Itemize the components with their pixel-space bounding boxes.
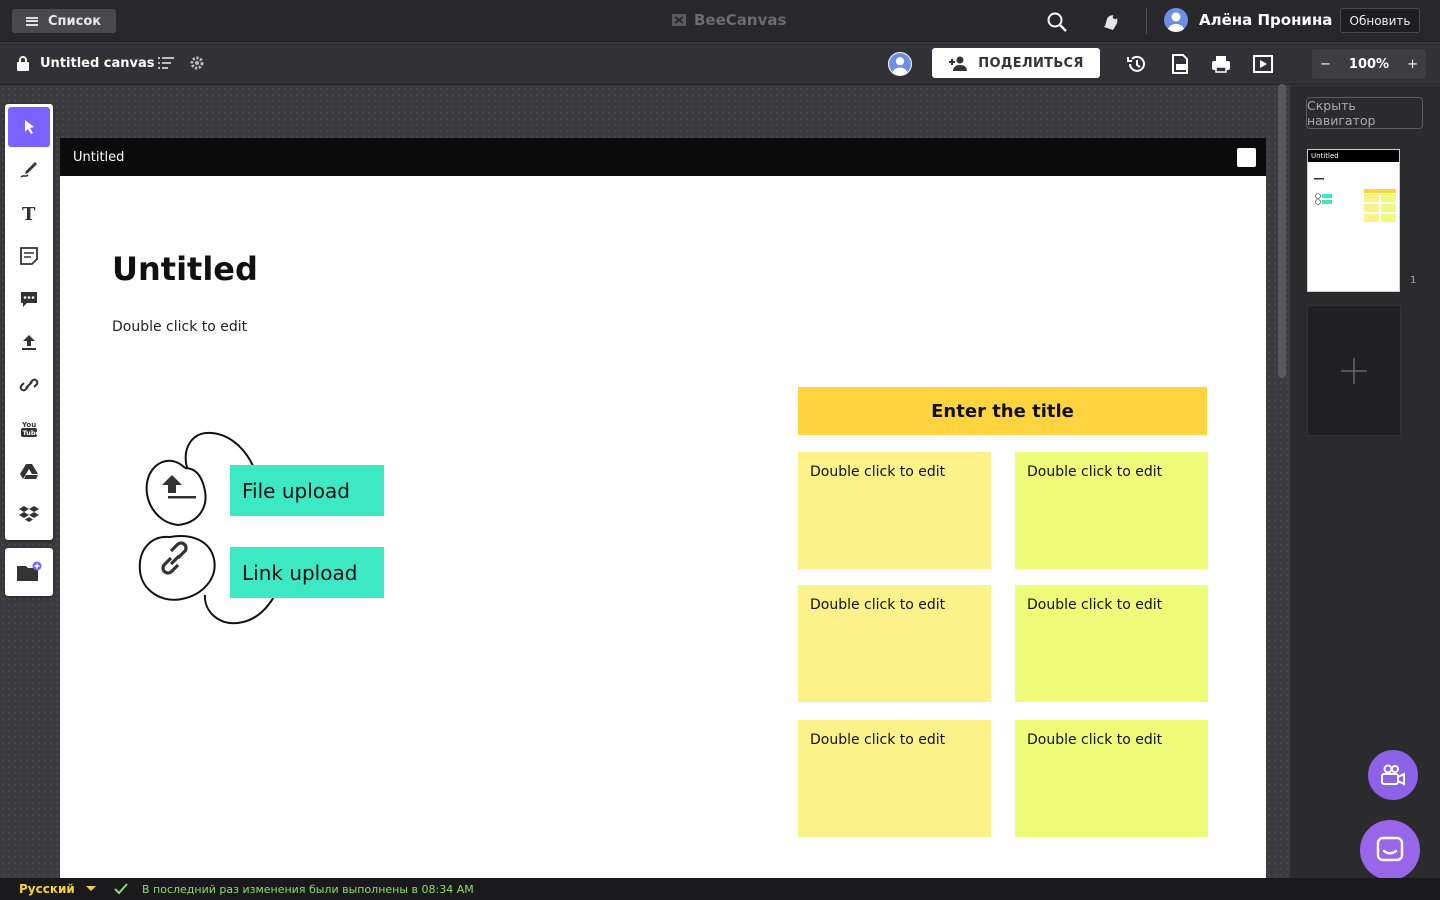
menu-icon <box>26 16 38 26</box>
pdf-export-icon[interactable] <box>1169 53 1191 75</box>
thumbnail-title: Untitled <box>1308 150 1399 162</box>
brand-logo: BeeCanvas <box>670 11 786 29</box>
outline-list-icon[interactable] <box>158 56 174 70</box>
page-navigator: Скрыть навигатор Untitled 1 <box>1290 86 1440 878</box>
divider <box>1146 8 1147 34</box>
last-saved-message: В последний раз изменения были выполнены… <box>142 883 474 896</box>
google-drive-tool[interactable] <box>8 451 50 491</box>
pen-icon <box>20 162 37 178</box>
zoom-control: − 100% + <box>1312 49 1426 79</box>
upload-icon <box>22 335 36 350</box>
sticky-note[interactable]: Double click to edit <box>1015 585 1208 702</box>
top-bar: Список BeeCanvas Алёна Пронина Обновить <box>0 0 1440 42</box>
presentation-play-icon[interactable] <box>1252 53 1274 75</box>
video-camera-icon <box>1381 764 1405 786</box>
page-thumbnail[interactable]: Untitled <box>1307 149 1400 292</box>
notifications-icon[interactable] <box>1100 11 1122 33</box>
upload-tool[interactable] <box>8 322 50 362</box>
chat-support-button[interactable] <box>1360 820 1420 880</box>
sticky-note-tool[interactable] <box>8 236 50 276</box>
sticky-note[interactable]: Double click to edit <box>798 720 991 837</box>
avatar-person-icon <box>1167 12 1185 32</box>
upload-icon <box>162 475 196 499</box>
print-icon[interactable] <box>1210 53 1232 75</box>
frame-checkbox[interactable] <box>1237 148 1256 167</box>
zoom-level[interactable]: 100% <box>1348 56 1390 72</box>
text-tool[interactable]: T <box>8 193 50 233</box>
beecanvas-logo-icon <box>672 14 686 26</box>
add-person-icon <box>949 56 968 71</box>
sticky-note[interactable]: Double click to edit <box>798 452 991 569</box>
folder-add-icon <box>17 561 42 581</box>
dropbox-icon <box>19 506 39 522</box>
text-icon: T <box>22 204 36 223</box>
check-icon <box>114 883 128 895</box>
dropbox-tool[interactable] <box>8 494 50 534</box>
language-selector[interactable]: Русский <box>19 882 75 896</box>
collaborator-avatar[interactable] <box>888 52 912 76</box>
sticky-note[interactable]: Double click to edit <box>1015 720 1208 837</box>
comment-tool[interactable] <box>8 279 50 319</box>
lock-icon[interactable] <box>16 55 30 71</box>
gear-icon[interactable] <box>189 55 205 71</box>
link-icon <box>161 541 188 575</box>
search-icon[interactable] <box>1046 11 1068 33</box>
section-title[interactable]: Enter the title <box>798 387 1207 435</box>
avatar-person-icon <box>891 57 909 75</box>
sticky-note[interactable]: Double click to edit <box>798 585 991 702</box>
link-tool[interactable] <box>8 365 50 405</box>
pen-tool[interactable] <box>8 150 50 190</box>
list-button[interactable]: Список <box>12 9 116 33</box>
user-avatar[interactable] <box>1164 8 1188 32</box>
canvas-subtitle[interactable]: Double click to edit <box>112 319 248 335</box>
svg-text:You: You <box>21 421 36 429</box>
plus-icon <box>1341 357 1367 384</box>
sticky-note-icon <box>20 247 38 265</box>
cursor-icon <box>25 120 34 134</box>
video-call-button[interactable] <box>1368 750 1418 800</box>
canvas-frame[interactable]: Untitled Untitled Double click to edit F… <box>60 138 1266 878</box>
user-name[interactable]: Алёна Пронина <box>1199 11 1333 29</box>
history-icon[interactable] <box>1126 53 1148 75</box>
share-button-label: ПОДЕЛИТЬСЯ <box>978 55 1084 71</box>
canvas-toolbar: Untitled canvas ПОДЕЛИТЬСЯ − 100% + <box>0 43 1440 85</box>
link-upload-tag[interactable]: Link upload <box>230 547 384 598</box>
hide-navigator-button[interactable]: Скрыть навигатор <box>1306 97 1423 129</box>
update-button[interactable]: Обновить <box>1340 8 1420 33</box>
add-page-button[interactable] <box>1307 305 1401 436</box>
vertical-scrollbar[interactable] <box>1278 84 1286 378</box>
zoom-out-button[interactable]: − <box>1320 56 1331 72</box>
canvas-title[interactable]: Untitled canvas <box>40 56 155 71</box>
zoom-in-button[interactable]: + <box>1407 56 1418 72</box>
folder-tool[interactable] <box>5 548 53 596</box>
cursor-tool[interactable] <box>8 107 50 147</box>
hand-drawn-doodle[interactable] <box>130 423 290 633</box>
brand-name: BeeCanvas <box>694 11 787 29</box>
frame-header[interactable]: Untitled <box>60 138 1266 176</box>
list-button-label: Список <box>48 13 102 29</box>
comment-icon <box>21 292 37 307</box>
google-drive-icon <box>20 464 38 479</box>
frame-name[interactable]: Untitled <box>73 150 125 165</box>
svg-text:T: T <box>22 204 36 223</box>
page-number: 1 <box>1410 275 1417 286</box>
file-upload-tag[interactable]: File upload <box>230 465 384 516</box>
chevron-down-icon[interactable] <box>86 886 96 891</box>
svg-text:Tube: Tube <box>23 429 40 437</box>
canvas-heading[interactable]: Untitled <box>112 250 258 288</box>
link-icon <box>19 378 39 392</box>
chat-icon <box>1376 836 1404 862</box>
thumbnail-preview <box>1314 178 1396 222</box>
sticky-note[interactable]: Double click to edit <box>1015 452 1208 569</box>
status-bar: Русский В последний раз изменения были в… <box>0 878 1440 900</box>
share-button[interactable]: ПОДЕЛИТЬСЯ <box>932 48 1100 78</box>
